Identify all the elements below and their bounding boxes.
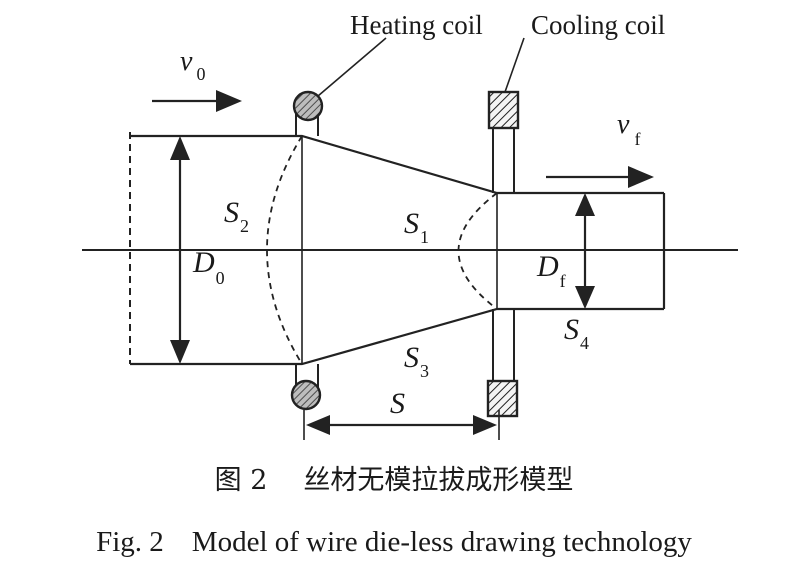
- surface-dashed-curve-right: [457, 192, 498, 310]
- cooling-coil-label: Cooling coil: [531, 10, 665, 40]
- surface-s2-dashed-curve: [266, 135, 303, 365]
- figure-number-english: Fig. 2: [96, 526, 164, 558]
- heating-coil-label: Heating coil: [350, 10, 483, 40]
- cooling-coil-bottom-section: [486, 379, 519, 418]
- inlet-velocity-arrow: [152, 90, 242, 112]
- wire-outline-bottom: [130, 307, 664, 366]
- final-diameter-arrow: [575, 193, 595, 309]
- surface-s2-label: S2: [224, 196, 249, 236]
- surface-s3-label: S3: [404, 341, 429, 381]
- outlet-velocity-arrow: [546, 166, 654, 188]
- deformation-length-label: S: [390, 387, 405, 420]
- initial-diameter-label: D0: [192, 246, 225, 288]
- deformation-length-arrow: [303, 410, 500, 440]
- heating-coil-leader-line: [317, 37, 387, 97]
- figure-title-english: Model of wire die-less drawing technolog…: [191, 526, 692, 558]
- cooling-coil: [486, 90, 520, 418]
- figure-caption-chinese: 图 2 丝材无模拉拔成形模型: [0, 458, 788, 497]
- heating-coil: [290, 90, 324, 411]
- initial-diameter-arrow: [170, 136, 190, 364]
- heating-coil-bottom-section: [290, 379, 322, 411]
- cooling-coil-leader-line: [504, 37, 525, 93]
- figure-caption-english: Fig. 2 Model of wire die-less drawing tec…: [0, 526, 788, 559]
- surface-s4-label: S4: [564, 313, 589, 353]
- cooling-coil-top-section: [487, 90, 520, 130]
- figure-number-chinese: 图 2: [214, 465, 268, 496]
- wire-outline-top: [130, 134, 664, 195]
- final-diameter-label: Df: [536, 250, 566, 291]
- figure-title-chinese: 丝材无模拉拔成形模型: [303, 465, 574, 496]
- surface-s1-label: S1: [404, 207, 429, 247]
- heating-coil-top-section: [292, 90, 324, 122]
